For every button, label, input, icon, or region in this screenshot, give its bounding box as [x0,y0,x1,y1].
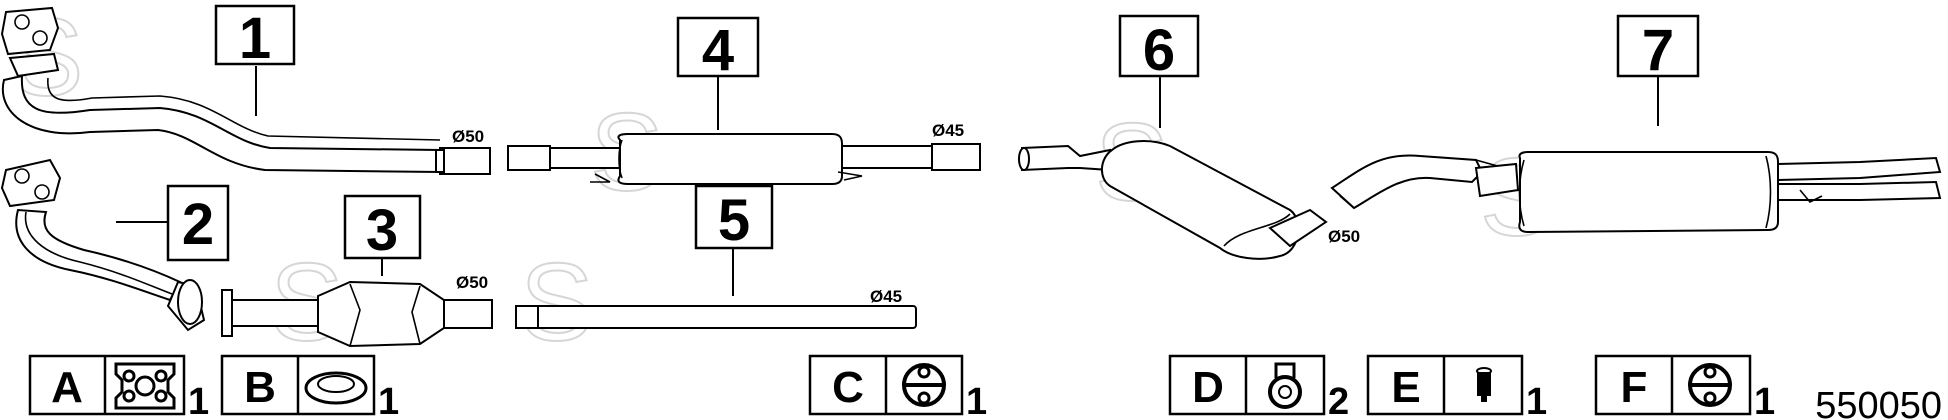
svg-text:1: 1 [239,6,271,71]
part-1-drawing [0,6,491,175]
svg-text:E: E [1391,363,1420,412]
svg-text:1: 1 [1754,381,1775,420]
rubber-hanger-icon [1688,363,1732,407]
svg-text:4: 4 [702,18,734,83]
part-1-label: 1 [214,4,296,71]
part-6-diameter: Ø50 [1328,227,1360,246]
part-4-label: 4 [676,16,760,83]
svg-text:1: 1 [966,381,987,420]
part-5-diameter: Ø45 [870,287,902,306]
accessory-A: A 1 [28,354,209,420]
part-2-label: 2 [166,184,230,262]
svg-text:2: 2 [182,192,214,257]
part-5-drawing [515,305,917,329]
part-3-label: 3 [343,194,422,263]
part-4-drawing [507,133,981,185]
svg-text:6: 6 [1143,18,1175,83]
svg-text:D: D [1192,363,1224,412]
part-1-diameter: Ø50 [452,127,484,146]
part-7-label: 7 [1616,14,1700,83]
svg-text:1: 1 [1526,381,1547,420]
svg-text:7: 7 [1642,18,1674,83]
accessory-D: D 2 [1168,354,1349,420]
svg-text:3: 3 [366,198,398,263]
part-6-label: 6 [1118,14,1200,83]
accessory-E: E 1 [1366,354,1547,420]
svg-text:2: 2 [1328,381,1349,420]
mounting-bolt-icon [1476,367,1492,402]
accessory-C: C 1 [808,354,987,420]
ring-gasket-icon [304,371,368,405]
svg-text:1: 1 [188,381,209,420]
part-3-diameter: Ø50 [456,273,488,292]
catalog-code: 550050 [1815,385,1942,420]
svg-text:S: S [520,241,593,364]
leader-lines [116,66,1659,296]
svg-text:5: 5 [718,188,750,253]
part-5-label: 5 [694,184,774,253]
svg-text:A: A [51,363,83,412]
part-7-drawing [1330,151,1942,234]
part-4-diameter: Ø45 [932,121,964,140]
rubber-hanger-icon [902,363,946,407]
svg-text:C: C [832,363,864,412]
accessory-B: B 1 [220,354,399,420]
svg-text:F: F [1621,363,1648,412]
flange-gasket-icon [114,362,176,410]
accessory-F: F 1 [1594,354,1775,420]
part-6-drawing [1018,140,1328,260]
part-2-drawing [0,158,206,332]
part-3-drawing [221,280,493,348]
svg-text:B: B [244,363,276,412]
clamp-icon [1268,362,1302,409]
svg-text:1: 1 [378,381,399,420]
